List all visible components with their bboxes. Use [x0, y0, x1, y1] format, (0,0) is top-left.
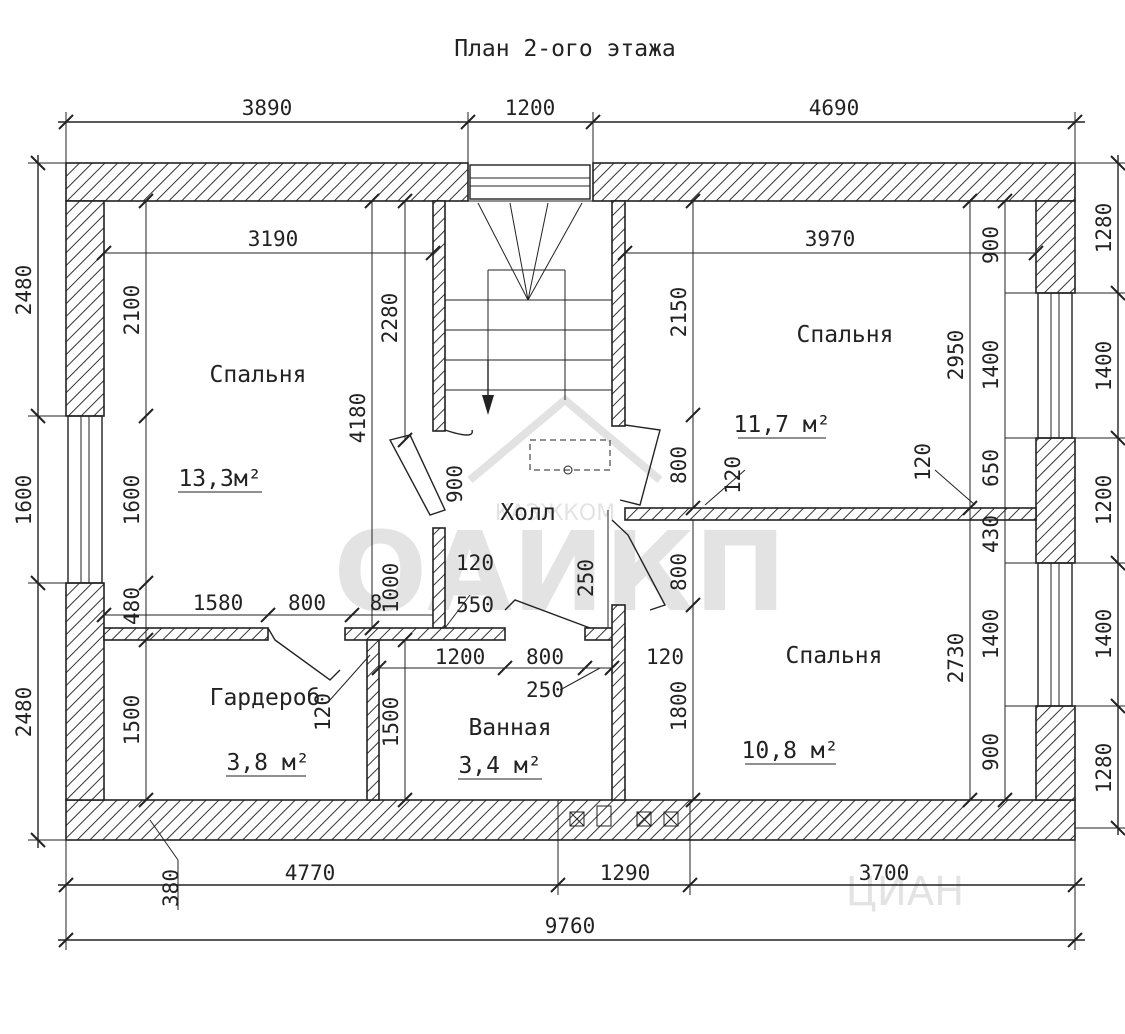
dim-430: 430 [979, 515, 1003, 553]
dimension-lines [28, 112, 1125, 950]
doors [267, 424, 667, 681]
dim-2100: 2100 [120, 285, 144, 336]
dim-left-1: 2480 [12, 265, 36, 316]
dim-120d: 120 [721, 456, 745, 494]
dim-left-3: 2480 [12, 687, 36, 738]
dim-right-2: 1400 [1092, 341, 1116, 392]
dim-900b: 900 [979, 226, 1003, 264]
dim-right-1: 1280 [1092, 203, 1116, 254]
dim-1500a: 1500 [120, 695, 144, 746]
dim-250b: 250 [574, 559, 598, 597]
dim-3190: 3190 [248, 227, 299, 251]
dim-4180: 4180 [346, 393, 370, 444]
outer-dims: 3890 1200 4690 4770 1290 3700 9760 2480 … [12, 96, 1116, 938]
room-labels: Спальня 13,3м² Спальня 11,7 м² Спальня 1… [178, 322, 894, 780]
dim-overall: 9760 [545, 914, 596, 938]
room-hall-name: Холл [500, 500, 555, 526]
dim-2280: 2280 [378, 293, 402, 344]
dim-1200: 1200 [435, 645, 486, 669]
dim-1000: 1000 [379, 563, 403, 614]
inner-dims: 3190 3970 2100 1600 480 1500 2280 4180 9… [120, 226, 1003, 907]
dim-800d: 800 [667, 553, 691, 591]
dim-bottom-1: 4770 [285, 861, 336, 885]
dim-1580: 1580 [193, 591, 244, 615]
dim-800a: 800 [288, 591, 326, 615]
dim-650: 650 [979, 449, 1003, 487]
dim-top-1: 3890 [242, 96, 293, 120]
dim-900a: 900 [443, 465, 467, 503]
room-wardrobe-name: Гардероб [210, 685, 321, 711]
watermark-site: ЦИАН [846, 869, 964, 915]
dim-900c: 900 [979, 733, 1003, 771]
room-bedroom-2-area: 11,7 м² [734, 412, 831, 438]
vent-ducts [569, 805, 679, 827]
dim-1400b: 1400 [979, 609, 1003, 660]
dim-left-2: 1600 [12, 475, 36, 526]
dim-1400a: 1400 [979, 340, 1003, 391]
room-bedroom-3-name: Спальня [786, 643, 883, 669]
dim-120e: 120 [911, 443, 935, 481]
dim-2950: 2950 [944, 330, 968, 381]
dim-1500b: 1500 [379, 697, 403, 748]
inner-walls [103, 200, 1037, 801]
dim-3970: 3970 [805, 227, 856, 251]
dim-2730: 2730 [944, 633, 968, 684]
dim-bottom-2: 1290 [600, 861, 651, 885]
dim-800c: 800 [667, 446, 691, 484]
dim-top-3: 4690 [809, 96, 860, 120]
dim-bottom-3: 3700 [859, 861, 910, 885]
dim-380: 380 [159, 869, 183, 907]
dim-right-4: 1400 [1092, 609, 1116, 660]
room-bathroom-area: 3,4 м² [458, 753, 541, 779]
room-bedroom-3-area: 10,8 м² [742, 738, 839, 764]
dim-right-5: 1280 [1092, 743, 1116, 794]
room-bathroom-name: Ванная [468, 715, 551, 741]
dim-120b: 120 [646, 645, 684, 669]
dim-8: 8 [370, 591, 383, 615]
dim-120a: 120 [456, 551, 494, 575]
dim-right-3: 1200 [1092, 475, 1116, 526]
room-bedroom-1-area: 13,3м² [178, 466, 261, 492]
watermark-sub: КАЗЖКОМ [495, 501, 615, 526]
dim-2150: 2150 [667, 287, 691, 338]
dim-top-2: 1200 [505, 96, 556, 120]
dim-120c: 120 [311, 693, 335, 731]
plan-title: План 2-ого этажа [454, 36, 676, 62]
dim-550: 550 [456, 593, 494, 617]
dim-480: 480 [120, 587, 144, 625]
dim-1800: 1800 [667, 681, 691, 732]
staircase [445, 200, 612, 475]
room-wardrobe-area: 3,8 м² [226, 750, 309, 776]
dim-1600: 1600 [120, 475, 144, 526]
dim-250a: 250 [526, 678, 564, 702]
dim-800b: 800 [526, 645, 564, 669]
room-bedroom-2-name: Спальня [797, 322, 894, 348]
room-bedroom-1-name: Спальня [210, 362, 307, 388]
